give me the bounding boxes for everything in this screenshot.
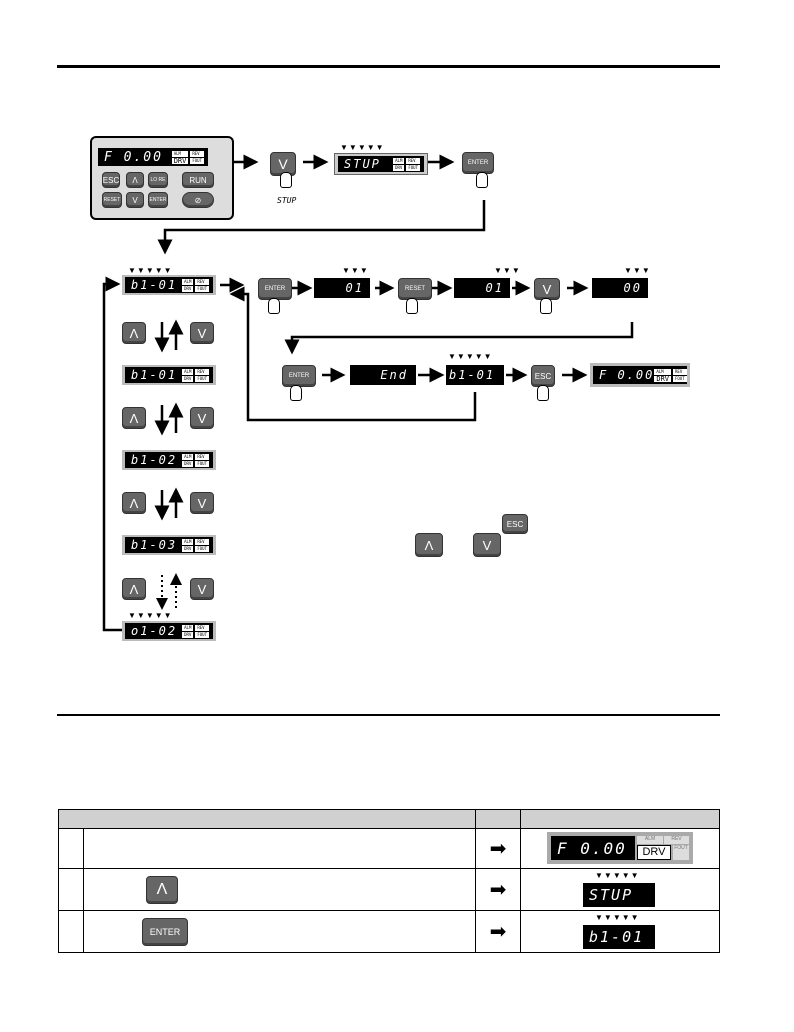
lcd-01-a: 01 bbox=[314, 278, 370, 298]
blink-indicator: ▼▼▼▼▼ bbox=[128, 611, 173, 620]
setup-caption: STUP bbox=[277, 196, 297, 205]
up-button-l4[interactable]: Λ bbox=[122, 578, 146, 600]
enter-icon-table: ENTER bbox=[142, 918, 188, 946]
down-icon-inline: V bbox=[473, 533, 501, 557]
enter-button-3[interactable]: ENTER bbox=[282, 365, 316, 387]
blink-indicator: ▼▼▼ bbox=[624, 266, 651, 275]
panel-enter-button[interactable]: ENTER bbox=[148, 192, 168, 208]
down-button-2[interactable]: V bbox=[534, 278, 560, 300]
up-button-l3[interactable]: Λ bbox=[122, 492, 146, 514]
panel-stop-button[interactable]: ⊘ bbox=[182, 192, 214, 208]
up-button-l2[interactable]: Λ bbox=[122, 407, 146, 429]
hand-icon bbox=[476, 172, 488, 188]
down-button-l1[interactable]: V bbox=[190, 322, 214, 344]
section-rule bbox=[57, 714, 720, 716]
enter-button-1[interactable]: ENTER bbox=[462, 152, 494, 174]
hand-icon bbox=[268, 298, 280, 314]
table-row: ➡ F 0.00 ALM REV DRV FOUT bbox=[58, 828, 720, 869]
table-header bbox=[58, 809, 720, 829]
hand-icon bbox=[540, 298, 552, 314]
up-button-l1[interactable]: Λ bbox=[122, 322, 146, 344]
arrow-right-icon: ➡ bbox=[475, 828, 521, 869]
enter-button-2[interactable]: ENTER bbox=[258, 278, 292, 300]
up-icon-table: Λ bbox=[146, 876, 178, 904]
lcd-00: 00 bbox=[592, 278, 648, 298]
hand-icon bbox=[280, 172, 292, 188]
panel-esc-button[interactable]: ESC bbox=[102, 172, 120, 188]
hand-icon bbox=[537, 385, 549, 401]
blink-indicator: ▼▼▼ bbox=[342, 266, 369, 275]
hand-icon bbox=[290, 385, 302, 401]
arrow-right-icon: ➡ bbox=[475, 868, 521, 911]
panel-reset-button[interactable]: RESET bbox=[102, 192, 122, 208]
blink-indicator: ▼▼▼▼▼ bbox=[340, 143, 385, 152]
blink-indicator: ▼▼▼ bbox=[494, 266, 521, 275]
down-button-l2[interactable]: V bbox=[190, 407, 214, 429]
up-icon-inline: Λ bbox=[415, 533, 443, 557]
arrow-right-icon: ➡ bbox=[475, 910, 521, 953]
down-button-l3[interactable]: V bbox=[190, 492, 214, 514]
panel-run-button[interactable]: RUN bbox=[182, 172, 214, 188]
panel-down-button[interactable]: V bbox=[126, 192, 144, 208]
table-row: Λ ➡ ▼▼▼▼▼ STUP bbox=[58, 868, 720, 911]
top-rule bbox=[57, 65, 720, 68]
blink-indicator: ▼▼▼▼▼ bbox=[448, 352, 493, 361]
panel-lore-button[interactable]: LO RE bbox=[148, 172, 168, 188]
down-button-l4[interactable]: V bbox=[190, 578, 214, 600]
steps-table: ➡ F 0.00 ALM REV DRV FOUT Λ ➡ ▼▼▼▼▼ STUP bbox=[58, 809, 720, 953]
esc-icon-inline: ESC bbox=[502, 514, 528, 534]
lcd-01-b: 01 bbox=[454, 278, 510, 298]
hand-icon bbox=[406, 298, 418, 314]
blink-indicator: ▼▼▼▼▼ bbox=[128, 266, 173, 275]
table-row: ENTER ➡ ▼▼▼▼▼ b1-01 bbox=[58, 910, 720, 953]
lcd-end: End bbox=[350, 365, 416, 385]
lcd-b101-again: b1-01 bbox=[446, 365, 504, 385]
reset-button[interactable]: RESET bbox=[398, 278, 432, 300]
esc-button[interactable]: ESC bbox=[531, 365, 555, 387]
panel-up-button[interactable]: Λ bbox=[126, 172, 144, 188]
